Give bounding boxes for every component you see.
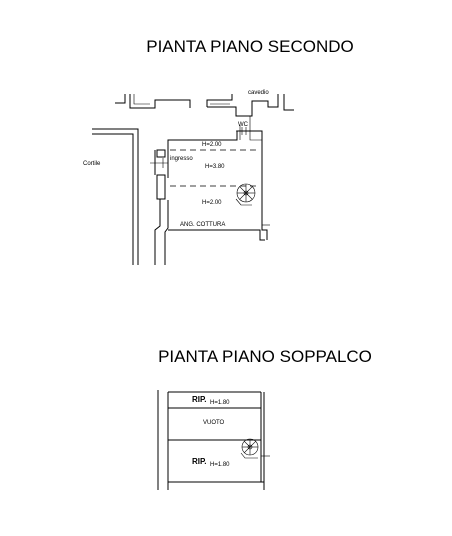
label-rip-2-height: H=1.80	[210, 462, 230, 468]
plan-soppalco: PIANTA PIANO SOPPALCO RIP.	[157, 347, 372, 490]
label-cavedio: cavedio	[248, 90, 269, 96]
label-ingresso: ingresso	[170, 156, 193, 162]
label-rip-2: RIP.	[192, 457, 207, 466]
label-h2: H=3.80	[205, 164, 225, 170]
label-cortile: Cortile	[83, 161, 101, 167]
spiral-stair-icon	[235, 183, 256, 206]
spiral-stair-icon-soppalco	[240, 438, 259, 459]
label-h3: H=2.00	[202, 200, 222, 206]
label-vuoto: VUOTO	[203, 420, 225, 426]
label-kitchen: ANG. COTTURA	[180, 222, 225, 228]
top-walls	[115, 94, 294, 117]
plan-secondo-title: PIANTA PIANO SECONDO	[146, 37, 354, 56]
soppalco-walls	[157, 390, 270, 490]
label-rip-1-height: H=1.80	[210, 400, 230, 406]
plan-soppalco-title: PIANTA PIANO SOPPALCO	[158, 347, 372, 366]
plan-secondo: PIANTA PIANO SECONDO	[83, 37, 354, 265]
label-wc: WC	[238, 122, 249, 128]
label-rip-1: RIP.	[192, 395, 207, 404]
label-h1: H=2.00	[202, 142, 222, 148]
apartment-walls	[150, 116, 270, 265]
courtyard-wall	[92, 128, 139, 265]
